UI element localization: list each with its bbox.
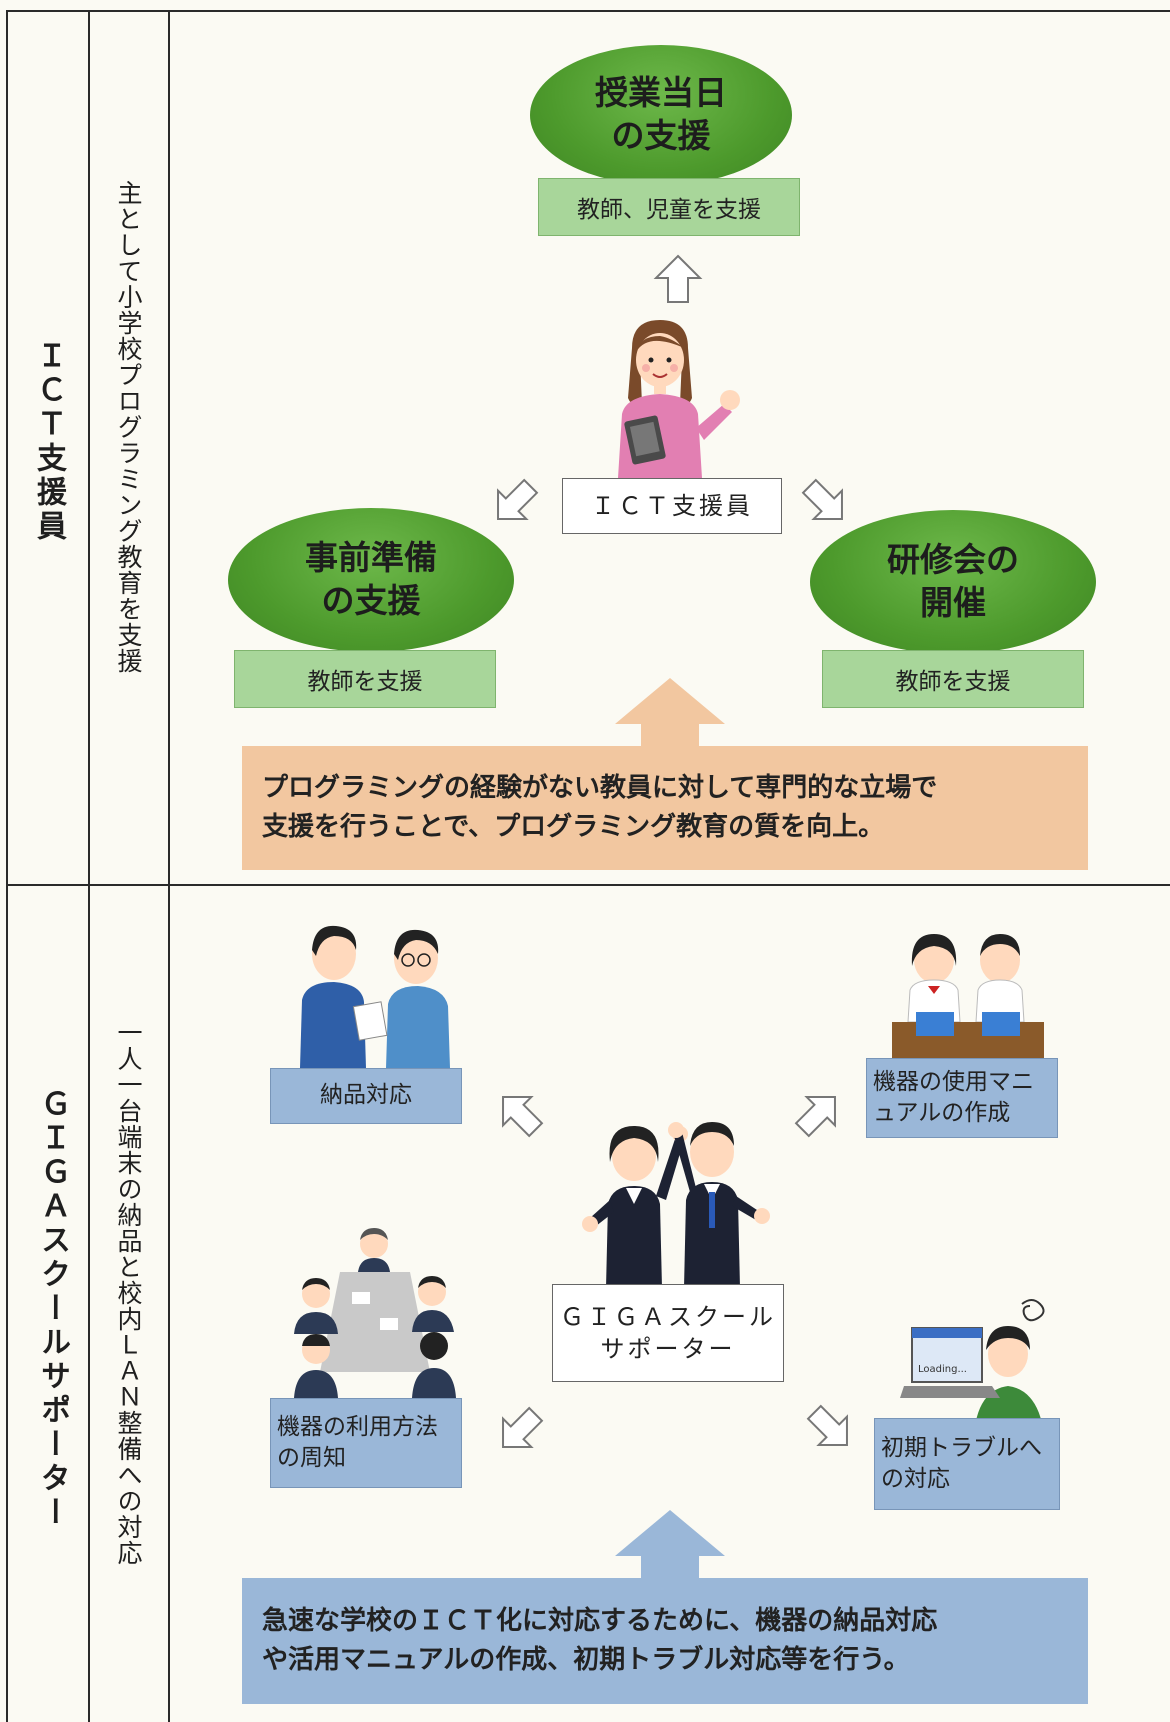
center-label-giga: ＧＩＧＡスクール サポーター xyxy=(552,1284,784,1382)
frame-top xyxy=(6,10,1170,12)
frame-divider xyxy=(6,884,1170,886)
laptop-loading-text: Loading... xyxy=(918,1364,967,1375)
arrow-down-right-icon xyxy=(801,478,843,520)
caption-delivery: 納品対応 xyxy=(270,1068,462,1124)
oval-lesson-day-support: 授業当日 の支援 xyxy=(530,45,792,185)
section-title-ict: ＩＣＴ支援員 xyxy=(31,340,66,544)
cheering-supporters-illustration xyxy=(582,1122,770,1288)
caption-initial-trouble: 初期トラブルへ の対応 xyxy=(874,1418,1060,1510)
frame-left xyxy=(6,10,8,1722)
caption-usage-info: 機器の利用方法 の周知 xyxy=(270,1398,462,1488)
section-subtitle-giga: 一人一台端末の納品と校内ＬＡＮ整備への対応 xyxy=(114,1020,143,1566)
caption-lesson-day: 教師、児童を支援 xyxy=(538,178,800,236)
caption-preparation: 教師を支援 xyxy=(234,650,496,708)
woman-support-staff-illustration xyxy=(618,320,740,478)
students-with-tablets-illustration xyxy=(892,934,1044,1058)
caption-training: 教師を支援 xyxy=(822,650,1084,708)
arrow-down-left-icon xyxy=(497,478,539,520)
arrow-up-icon xyxy=(653,254,703,303)
arrow-down-left-icon xyxy=(502,1406,544,1448)
arrow-down-right-icon xyxy=(806,1404,848,1446)
arrow-up-left-icon xyxy=(502,1096,544,1138)
frame-col2 xyxy=(168,10,170,1722)
confused-student-laptop-illustration: Loading... xyxy=(900,1299,1045,1434)
business-handshake-illustration xyxy=(300,925,450,1068)
banner-giga-summary: 急速な学校のＩＣＴ化に対応するために、機器の納品対応 や活用マニュアルの作成、初… xyxy=(242,1578,1088,1704)
arrow-up-block-blue xyxy=(615,1510,725,1580)
arrow-up-right-icon xyxy=(794,1096,836,1138)
arrow-up-block-orange xyxy=(615,678,725,748)
frame-col1 xyxy=(88,10,90,1722)
section-subtitle-ict: 主として小学校プログラミング教育を支援 xyxy=(114,180,143,674)
section-title-giga: ＧＩＧＡスクールサポーター xyxy=(35,1088,70,1530)
meeting-illustration xyxy=(294,1228,456,1398)
oval-preparation-support: 事前準備 の支援 xyxy=(228,508,514,652)
oval-training-session: 研修会の 開催 xyxy=(810,510,1096,654)
banner-ict-summary: プログラミングの経験がない教員に対して専門的な立場で 支援を行うことで、プログラ… xyxy=(242,746,1088,870)
caption-manual-creation: 機器の使用マニ ュアルの作成 xyxy=(866,1058,1058,1138)
center-label-ict: ＩＣＴ支援員 xyxy=(562,478,782,534)
